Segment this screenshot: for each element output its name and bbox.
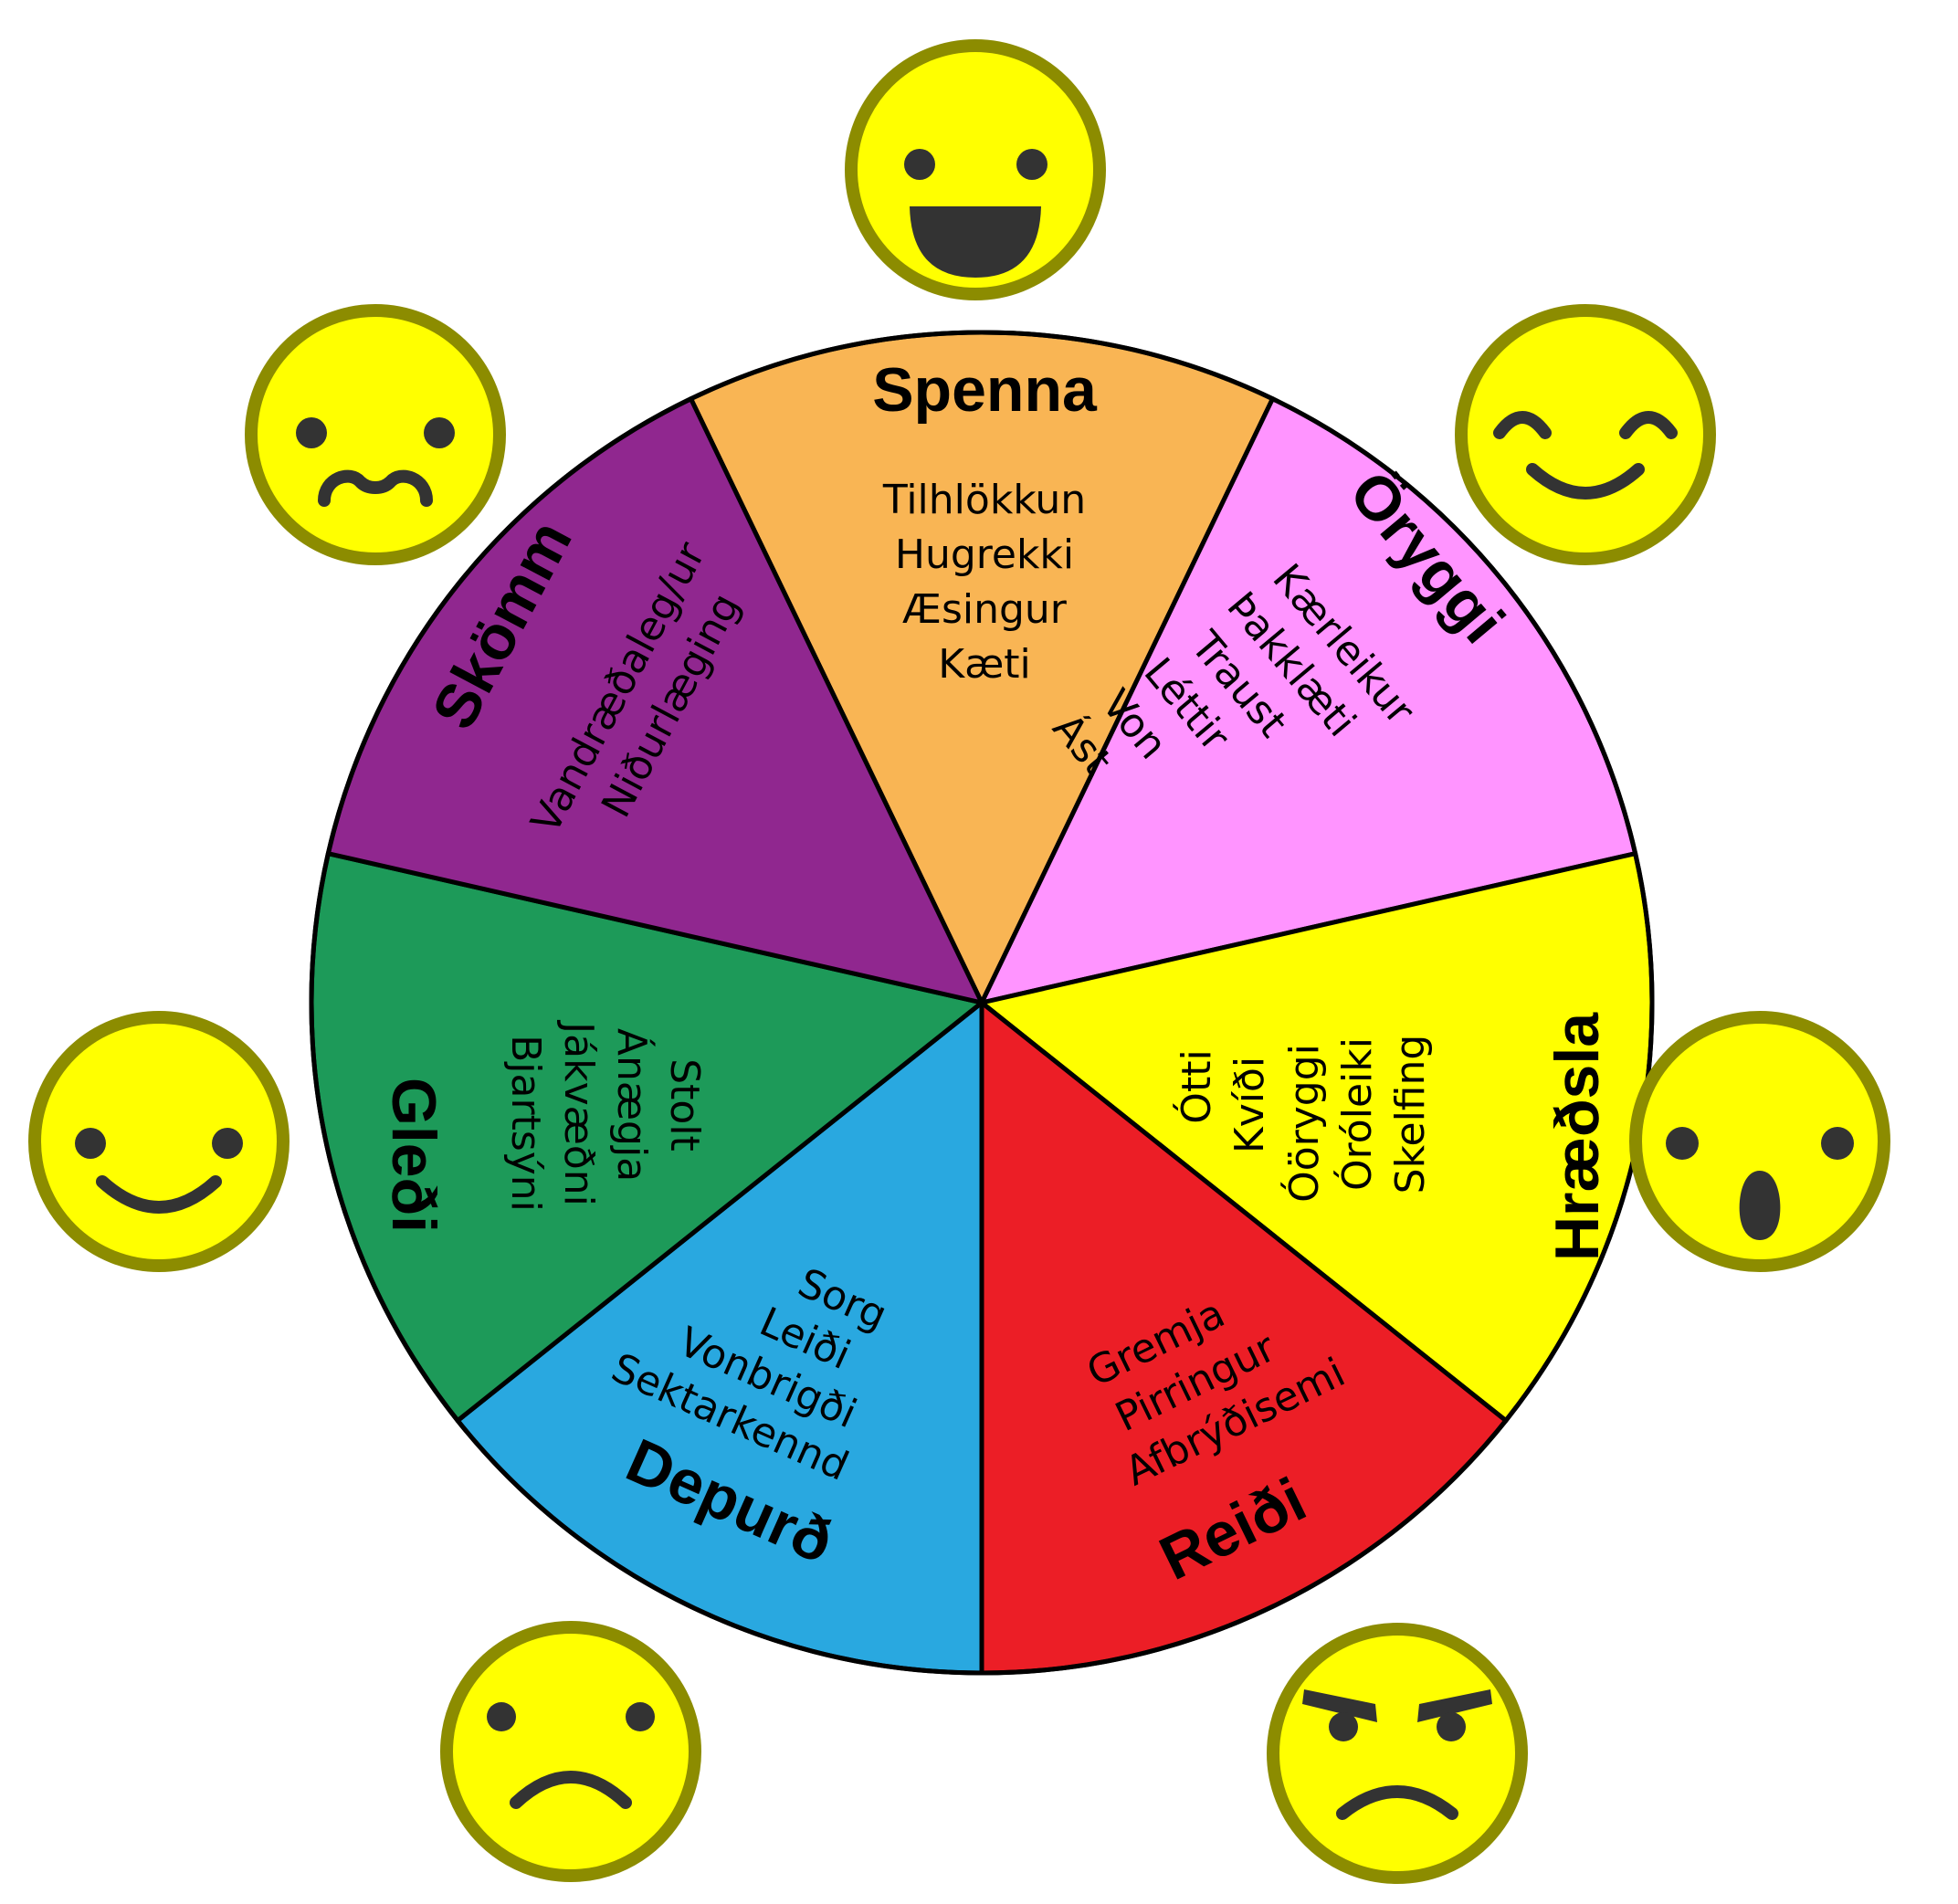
segment-word: Tilhlökkun xyxy=(882,477,1086,523)
segment-spenna: Spenna Tilhlökkun Hugrekki Æsingur Kæti xyxy=(872,355,1098,688)
wheel-segments xyxy=(309,330,1655,1676)
segment-word: Stolt xyxy=(661,1058,708,1152)
segment-word: Ánægja xyxy=(608,1028,657,1182)
segment-hraedsla-words: Ótti Kvíði Óöryggi Óróleiki Skelfing xyxy=(1172,1035,1434,1203)
segment-gledi-words: Stolt Ánægja Jákvæðni Bjartsýni xyxy=(502,1019,708,1212)
segment-title: Spenna xyxy=(872,355,1098,425)
segment-word: Óróleiki xyxy=(1332,1037,1381,1191)
wheel-outline xyxy=(309,330,1655,1676)
segment-word: Kæti xyxy=(938,641,1031,688)
embarrassed-face-icon xyxy=(245,304,506,565)
segment-word: Jákvæðni xyxy=(555,1019,602,1206)
segment-word: Bjartsýni xyxy=(502,1035,549,1212)
segment-word: Kvíði xyxy=(1226,1057,1273,1153)
segment-word: Ótti xyxy=(1172,1049,1220,1123)
segment-gledi: Gleði xyxy=(379,1078,448,1233)
segment-title: Gleði xyxy=(379,1078,448,1233)
segment-title: Hræðsla xyxy=(1542,1012,1612,1261)
smiling-face-icon xyxy=(28,1011,289,1272)
segment-hraedsla: Hræðsla xyxy=(1542,1012,1612,1261)
sad-face-icon xyxy=(440,1621,701,1882)
surprised-face-icon xyxy=(1629,1011,1890,1272)
content-face-icon xyxy=(1455,304,1716,565)
angry-face-icon xyxy=(1267,1623,1528,1884)
laughing-face-icon xyxy=(845,39,1106,300)
segment-word: Skelfing xyxy=(1387,1035,1434,1194)
segment-word: Æsingur xyxy=(902,586,1068,633)
segment-word: Óöryggi xyxy=(1279,1044,1328,1203)
segment-word: Hugrekki xyxy=(895,531,1074,578)
